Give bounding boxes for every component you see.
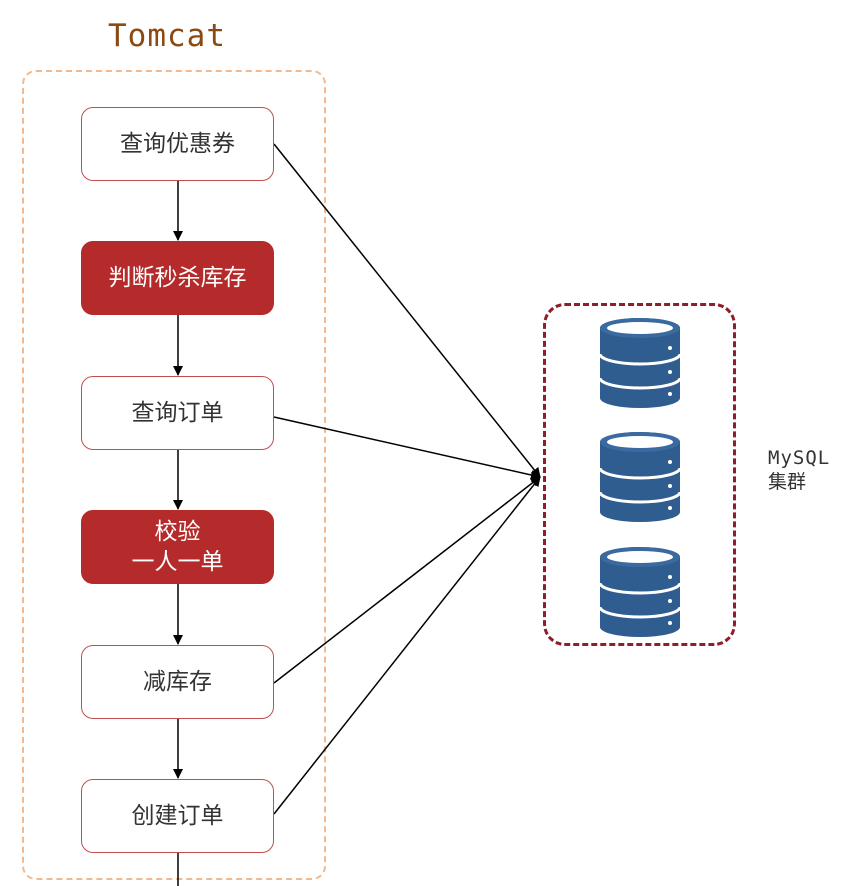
database-icon xyxy=(600,547,680,637)
db-access-line-query-order xyxy=(273,416,541,480)
step-label: 校验 一人一单 xyxy=(131,519,224,575)
step-one-per-user: 校验 一人一单 xyxy=(81,510,274,584)
step-label: 查询优惠券 xyxy=(120,131,235,157)
cluster-name: MySQL xyxy=(768,447,831,469)
database-icon xyxy=(600,318,680,408)
step-label: 减库存 xyxy=(143,669,212,695)
database-icon xyxy=(600,432,680,522)
step-query-coupon: 查询优惠券 xyxy=(81,107,274,181)
db-access-line-reduce-stock xyxy=(273,476,541,684)
step-label: 判断秒杀库存 xyxy=(108,265,247,291)
tomcat-container xyxy=(22,70,326,880)
step-label: 创建订单 xyxy=(131,803,224,829)
step-reduce-stock: 减库存 xyxy=(81,645,274,719)
step-label: 查询订单 xyxy=(131,400,224,426)
db-access-line-query-coupon xyxy=(273,143,541,478)
step-query-order: 查询订单 xyxy=(81,376,274,450)
cluster-label: MySQL 集群 xyxy=(768,446,830,494)
container-title: Tomcat xyxy=(108,18,226,54)
mysql-cluster-box xyxy=(543,303,736,646)
db-access-line-create-order xyxy=(273,476,541,815)
step-check-stock: 判断秒杀库存 xyxy=(81,241,274,315)
step-create-order: 创建订单 xyxy=(81,779,274,853)
cluster-subtitle: 集群 xyxy=(768,471,807,493)
